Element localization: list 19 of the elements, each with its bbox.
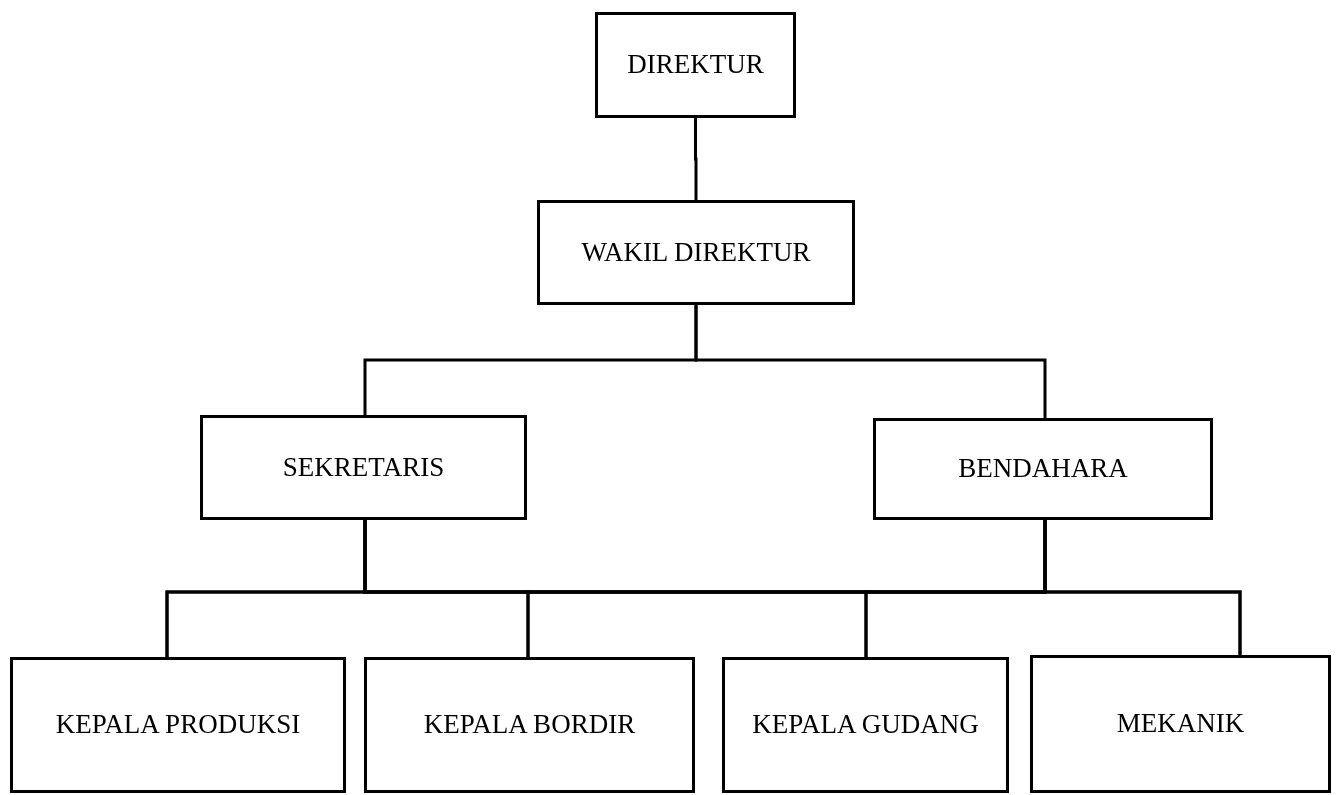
org-box [537,200,855,305]
role-label: KEPALA PRODUKSI [54,708,302,742]
role-label: DIREKTUR [626,48,765,82]
org-box [364,657,695,793]
connector-line [694,118,698,200]
org-box [873,418,1213,520]
org-box [10,657,346,793]
role-label: SEKRETARIS [281,450,446,484]
role-label: KEPALA GUDANG [751,708,980,742]
connector-line [1043,520,1242,655]
role-label: WAKIL DIREKTUR [580,235,812,269]
org-box [722,657,1009,793]
role-label: BENDAHARA [957,452,1129,486]
org-box [1030,655,1331,793]
org-box [200,415,527,520]
role-label: KEPALA BORDIR [422,708,637,742]
role-label: MEKANIK [1115,707,1246,741]
connector-line [694,305,1047,418]
org-box [595,12,796,118]
